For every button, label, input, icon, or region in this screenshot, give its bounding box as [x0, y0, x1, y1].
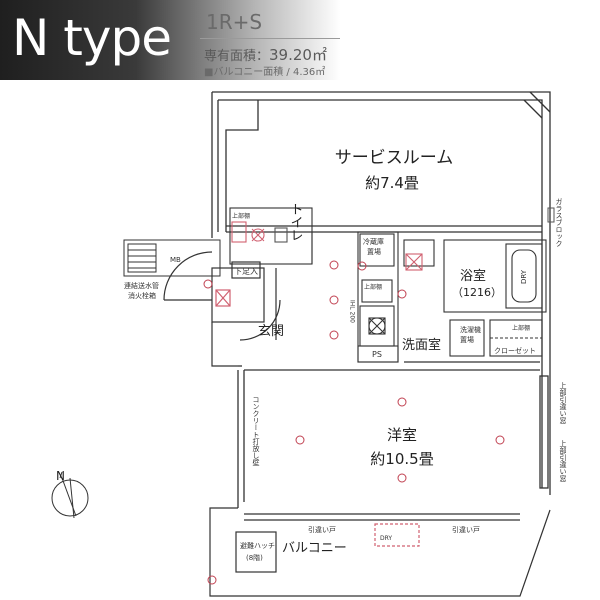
fridge-label-2: 置場: [367, 247, 381, 256]
floor-area-label: 専有面積：: [204, 49, 270, 64]
service-room-label: サービスルーム: [335, 148, 454, 168]
compass-icon: [51, 471, 89, 519]
outer-walls: [211, 91, 551, 495]
glass-block: [547, 207, 555, 223]
western-room-size: 約10.5畳: [370, 450, 433, 468]
sliding-door-label-right: 引違い戸: [452, 525, 480, 534]
balcony-outline: [209, 507, 551, 597]
floor-area: 専有面積：39.20㎡: [204, 44, 327, 65]
mb-label: MB: [170, 256, 181, 264]
western-room-label: 洋室: [387, 426, 417, 444]
washer-label-2: 置場: [460, 335, 474, 344]
floor-area-value: 39.20㎡: [269, 46, 327, 64]
closet-label: クローゼット: [494, 346, 536, 355]
unit-layout-type: 1R+S: [206, 10, 263, 34]
western-room-walls: [237, 361, 549, 508]
ihl-label: IHL 200: [349, 300, 356, 323]
upper-shelf-label-3: 上部棚: [364, 283, 382, 291]
bath-area: [443, 239, 547, 357]
standpipe-label-2: 消火栓箱: [128, 291, 156, 300]
title-banner: N type: [0, 0, 340, 80]
concrete-wall-label: コンクリート打放し壁: [252, 396, 260, 466]
bath-size: （1216）: [452, 286, 502, 299]
upper-sliding-window-label-1: 上部引違い窓: [559, 381, 567, 424]
toilet-label: トイレ: [288, 203, 303, 242]
compass-north-label: N: [56, 469, 65, 483]
fridge-label: 冷蔵庫: [363, 237, 384, 246]
dry-label: DRY: [520, 269, 528, 284]
entrance-walls: [163, 251, 281, 367]
bath-label: 浴室: [460, 268, 486, 284]
ps-label: PS: [372, 350, 382, 359]
plan-type-title: N type: [12, 9, 172, 67]
toilet-area: [229, 207, 313, 265]
ceiling-lights: [203, 260, 505, 585]
entrance-label: 玄関: [258, 324, 284, 339]
evac-hatch-label: 避難ハッチ: [240, 541, 275, 550]
balcony-area: ■バルコニー面積 / 4.36㎡: [204, 67, 326, 78]
washroom-label: 洗面室: [402, 337, 441, 353]
mb-box: [123, 239, 221, 277]
header-divider: [200, 38, 340, 39]
upper-shelf-label-2: 上部棚: [232, 212, 250, 220]
glass-block-label: ガラスブロック: [555, 198, 563, 247]
shoe-box-label: 下足入: [234, 267, 258, 276]
washer-label: 洗濯機: [460, 325, 481, 334]
kitchen-unit: [357, 231, 435, 363]
standpipe-label: 連結送水管: [124, 281, 159, 290]
service-room-walls: [226, 225, 542, 233]
sliding-door-label-left: 引違い戸: [308, 525, 336, 534]
dry-small-label: DRY: [380, 535, 392, 542]
upper-shelf-label-1: 上部棚: [512, 324, 530, 332]
balcony-label: バルコニー: [282, 541, 347, 556]
upper-sliding-window-label-2: 上部引違い窓: [559, 439, 567, 482]
service-room-size: 約7.4畳: [365, 174, 419, 192]
evac-hatch-floor-label: (8階): [246, 553, 263, 562]
